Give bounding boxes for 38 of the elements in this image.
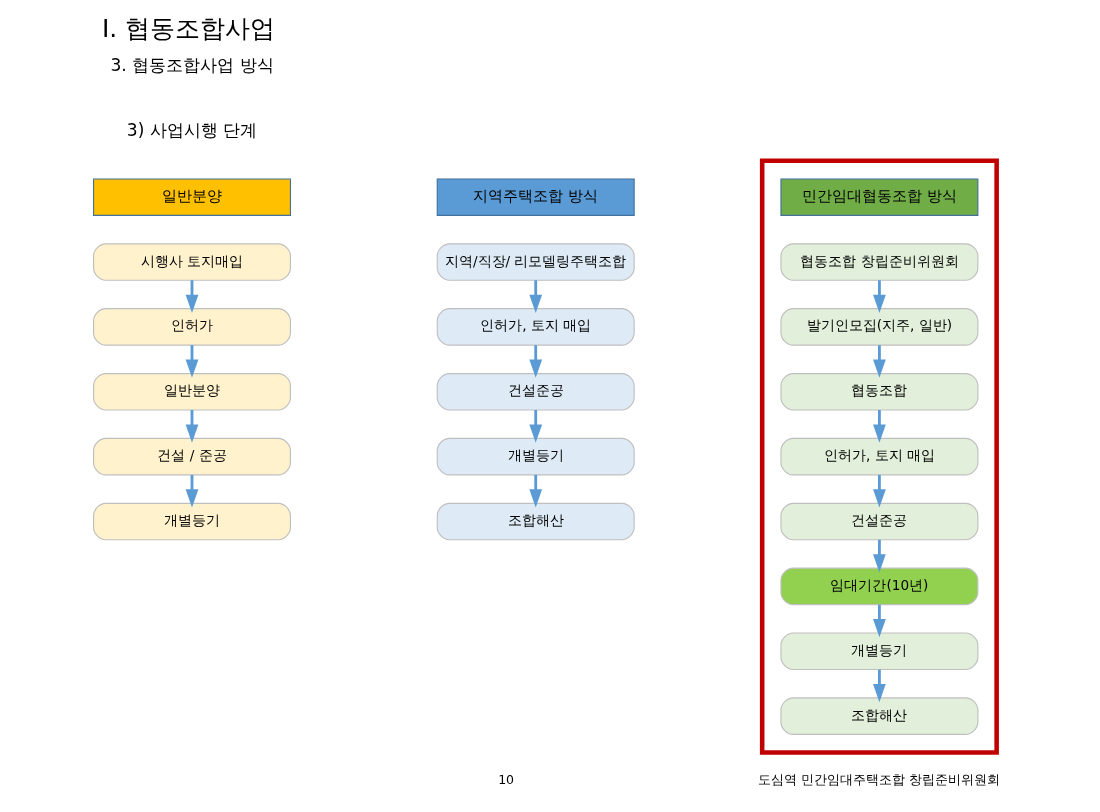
node-box: 민간임대협동조합 방식 [779,178,978,216]
diagram-title: Ⅰ. 협동조합사업 [101,14,275,44]
node-box: 조합해산 [779,697,978,735]
label: 3. 협동조합사업 방식 [109,55,274,76]
node-box: 협동조합 창립준비위원회 [779,243,978,281]
arrow [872,539,886,573]
arrow [528,410,542,443]
label: 10 [497,772,514,788]
node-box: 개별등기 [779,632,978,671]
node-box: 시행사 토지매입 [92,243,291,281]
label: 3) 사업시행 단계 [126,120,257,141]
node-box: 협동조합 [779,373,978,411]
node-box: 인허가 [92,308,291,346]
node-box: 인허가, 토지 매입 [436,308,635,346]
arrow [872,604,886,638]
node-box: 건설준공 [779,502,978,541]
node-box: 개별등기 [92,502,291,541]
node-box: 조합해산 [436,502,635,541]
arrow [872,410,886,443]
arrow [528,280,542,313]
arrow [528,474,542,508]
cluster [759,158,999,755]
node-box: 건설준공 [436,373,635,411]
node-box: 건설 / 준공 [92,437,291,476]
arrow [872,280,886,313]
node-box: 개별등기 [436,437,635,476]
node-box: 지역/직장/ 리모델링주택조합 [436,243,635,281]
node-box: 임대기간(10년) [779,567,978,606]
node-box: 일반분양 [92,178,291,216]
node-box: 인허가, 토지 매입 [779,437,978,476]
arrow [872,345,886,378]
arrow [872,669,886,703]
arrow [528,345,542,378]
node-box: 일반분양 [92,373,291,411]
arrow [872,474,886,508]
node-box: 지역주택조합 방식 [436,178,635,216]
label: 도심역 민간임대주택조합 창립준비위원회 [757,772,1000,788]
node-box: 발기인모집(지주, 일반) [779,308,978,346]
